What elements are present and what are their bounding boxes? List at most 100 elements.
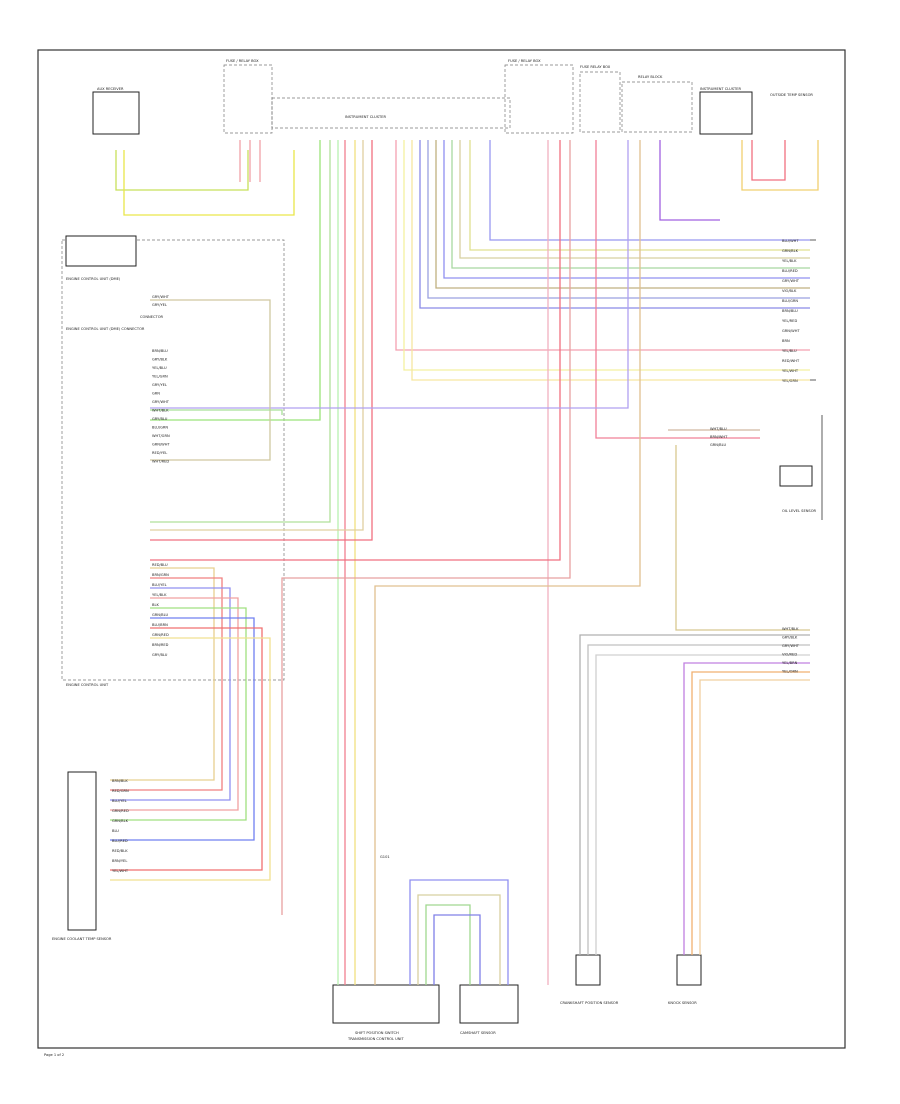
wire-brown-h <box>435 140 810 289</box>
wire-left-8 <box>110 637 271 881</box>
wire-left-7 <box>110 627 263 871</box>
wire-label: BRN/BLK <box>112 779 128 783</box>
wire-label: GRN/BLU <box>710 443 726 447</box>
wire-label: BLU/YEL <box>152 583 167 587</box>
wire-label: BLU/RED <box>782 269 798 273</box>
wire-label: GRN/BLU <box>152 613 168 617</box>
wire-label: GRY/WHT <box>152 295 170 299</box>
wire-label: YEL/BLU <box>152 366 167 370</box>
wire-left-4 <box>110 597 239 811</box>
ecu-label-a: ENGINE CONTROL UNIT (DME) <box>66 277 121 281</box>
wire-gray-3 <box>595 654 810 955</box>
wire-yellow-loop-r <box>741 140 819 191</box>
wire-bot-blue2 <box>433 914 481 985</box>
wire-red-loop <box>751 140 786 181</box>
aux-receiver-box <box>92 91 140 135</box>
wire-label: WHT/BLK <box>782 627 799 631</box>
wire-label: WHT/BLU <box>710 427 727 431</box>
wire-green-loop <box>115 150 249 191</box>
wire-bot-tan <box>417 894 501 985</box>
wire-yellow-h3 <box>469 140 810 251</box>
wire-violet-1 <box>150 140 629 409</box>
legend-left-bottom: BRN/BLKRED/GRNBLU/YELGRN/REDGRN/BLKBLUBL… <box>112 779 129 873</box>
wire-label: GRN/RED <box>152 633 169 637</box>
knock-sensor-box <box>676 954 702 986</box>
wire-label: GRY/WHT <box>782 644 800 648</box>
wire-label: BLK <box>152 603 159 607</box>
wire-label: BRN/BLU <box>152 349 168 353</box>
camshaft-sensor-label: CAMSHAFT SENSOR <box>460 1031 496 1035</box>
shift-switch-box <box>332 984 440 1024</box>
oil-level-sensor-box <box>779 465 813 487</box>
wire-left-green <box>150 409 283 415</box>
wire-green-1 <box>150 140 321 421</box>
wire-label: BRN/WHT <box>710 435 728 439</box>
coolant-sensor-box <box>67 771 97 931</box>
fuse-box-left <box>223 64 273 134</box>
wire-label: YEL/BRN <box>782 661 798 665</box>
wire-label: YEL/BLK <box>782 259 797 263</box>
legend-left-c: RED/BLUBRN/GRNBLU/YELYEL/BLKBLKGRN/BLUBL… <box>152 563 169 657</box>
wire-left-2 <box>110 577 223 791</box>
wire-label: GRN/WHT <box>782 329 800 333</box>
wire-blue-h3 <box>443 140 810 279</box>
wire-label: YEL/WHT <box>782 369 799 373</box>
wire-yellow-h2 <box>411 140 810 381</box>
wire-label: GRN <box>152 392 160 396</box>
wire-tan-down <box>374 140 641 985</box>
wire-label: BLU/BRN <box>152 623 168 627</box>
wire-red-4 <box>281 140 571 915</box>
relay-block <box>621 81 693 133</box>
wire-label: BRN/GRN <box>152 573 169 577</box>
wire-left-5 <box>110 607 247 821</box>
instrument-cluster-label: INSTRUMENT CLUSTER <box>345 115 386 119</box>
wire-blue-h <box>419 140 810 309</box>
wire-label: GRY/BLU <box>152 417 168 421</box>
instrument-cluster-box-label: INSTRUMENT CLUSTER <box>700 87 741 91</box>
wire-label: BLU/GRN <box>152 426 168 430</box>
wire-bot-blue <box>409 879 509 985</box>
wire-yellow-h <box>403 140 810 371</box>
wire-tan-right <box>675 445 810 631</box>
crank-sensor-box <box>575 954 601 986</box>
wire-label: BRN/BLU <box>782 309 798 313</box>
wire-gray-1 <box>579 634 810 955</box>
wire-label: RED/YEL <box>152 451 167 455</box>
wire-label: GRY/BLK <box>782 636 798 640</box>
coolant-sensor-label: ENGINE COOLANT TEMP SENSOR <box>52 937 112 941</box>
fuse-relay <box>579 71 621 133</box>
wire-label: YEL/GRN <box>782 379 798 383</box>
wire-label: YEL/BLU <box>782 349 797 353</box>
ecu-panel <box>61 239 285 681</box>
wire-red-2 <box>150 140 373 541</box>
wire-label: BRN/RED <box>152 643 169 647</box>
wire-left-3 <box>110 587 231 801</box>
ecu-connector-note: CONNECTOR <box>140 315 164 319</box>
wire-pink-h <box>395 140 810 351</box>
camshaft-sensor-box <box>459 984 519 1024</box>
wire-tan-br <box>699 679 810 955</box>
wire-label: YEL/WHT <box>112 869 129 873</box>
wire-label: YEL/BLK <box>152 593 167 597</box>
wire-tan-h <box>459 140 810 259</box>
ground-label: G101 <box>380 855 390 859</box>
fuse-relay-label: FUSE RELAY BOX <box>580 65 611 69</box>
wire-label: RED/WHT <box>782 359 800 363</box>
wire-violet-br <box>683 662 810 955</box>
instrument-cluster-box <box>699 91 753 135</box>
wire-left-6 <box>110 617 255 841</box>
diagram-frame <box>37 49 846 1049</box>
crank-sensor-label: CRANKSHAFT POSITION SENSOR <box>560 1001 619 1005</box>
fuse-box-right-label: FUSE / RELAY BOX <box>508 59 541 63</box>
wire-label: VIO/BLK <box>782 289 797 293</box>
knock-sensor-label: KNOCK SENSOR <box>668 1001 697 1005</box>
wire-label: BLU/RED <box>112 839 128 843</box>
wire-label: GRN/WHT <box>152 443 170 447</box>
wire-label: GRY/WHT <box>782 279 800 283</box>
tcu-label: TRANSMISSION CONTROL UNIT <box>347 1037 404 1041</box>
aux-receiver-label: AUX RECEIVER <box>97 87 124 91</box>
wire-label: BLU/WHT <box>782 239 799 243</box>
